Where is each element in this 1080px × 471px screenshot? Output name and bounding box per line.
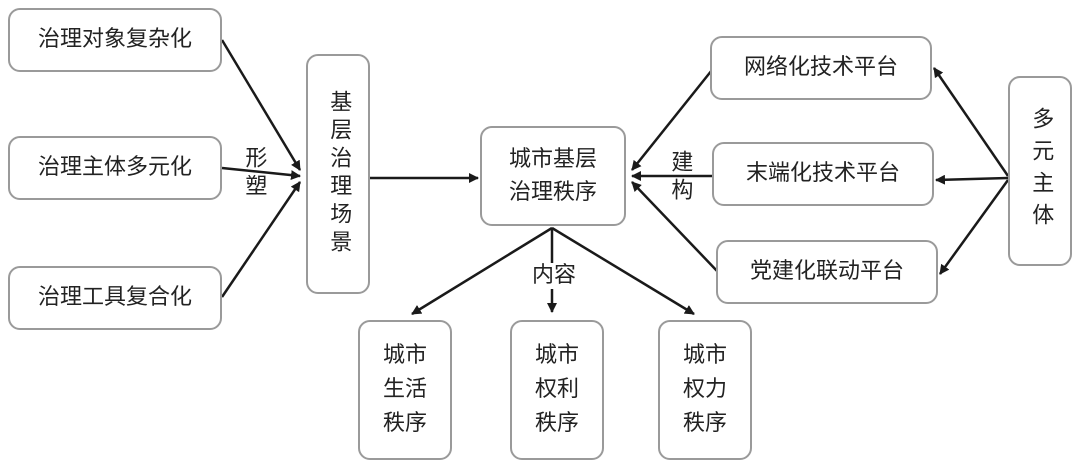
node-governance-tool-label: 治理工具复合化 bbox=[37, 284, 192, 310]
node-multiple-actors: 多元主体 bbox=[1008, 76, 1072, 266]
node-end-platform: 末端化技术平台 bbox=[712, 142, 934, 206]
node-life-order-label: 城市 生活 秩序 bbox=[382, 342, 427, 437]
edge-label-content: 内容 bbox=[530, 263, 579, 290]
edge-actors-to-net bbox=[932, 67, 1010, 177]
node-center-order: 城市基层 治理秩序 bbox=[480, 126, 626, 226]
edge-party-to-center bbox=[631, 181, 719, 273]
edge-tool-to-scene bbox=[220, 181, 302, 298]
edge-label-shape: 形塑 bbox=[241, 146, 267, 202]
edge-net-to-center bbox=[631, 69, 713, 171]
node-governance-object-label: 治理对象复杂化 bbox=[37, 26, 192, 52]
node-center-line2: 治理秩序 bbox=[508, 180, 597, 205]
node-party-platform: 党建化联动平台 bbox=[716, 240, 938, 304]
node-governance-tool: 治理工具复合化 bbox=[8, 266, 222, 330]
edge-label-build: 建构 bbox=[667, 150, 693, 206]
edge-obj-to-scene bbox=[220, 39, 302, 171]
node-power-order: 城市 权力 秩序 bbox=[658, 320, 752, 460]
node-power-order-label: 城市 权力 秩序 bbox=[682, 342, 727, 437]
node-rights-order-label: 城市 权利 秩序 bbox=[534, 342, 579, 437]
node-end-platform-label: 末端化技术平台 bbox=[745, 160, 900, 186]
node-party-platform-label: 党建化联动平台 bbox=[749, 258, 904, 284]
node-center-line1: 城市基层 bbox=[508, 147, 597, 172]
node-rights-order: 城市 权利 秩序 bbox=[510, 320, 604, 460]
edge-center-to-life bbox=[411, 226, 553, 316]
edge-actors-to-party bbox=[938, 179, 1010, 275]
node-governance-subject-label: 治理主体多元化 bbox=[37, 154, 192, 180]
edge-subj-to-scene bbox=[221, 166, 301, 181]
node-multiple-actors-label: 多元主体 bbox=[1028, 107, 1054, 235]
node-scene: 基层治理场景 bbox=[306, 54, 370, 294]
edge-actors-to-end bbox=[935, 174, 1009, 185]
node-network-platform-label: 网络化技术平台 bbox=[743, 54, 898, 80]
node-life-order: 城市 生活 秩序 bbox=[358, 320, 452, 460]
node-governance-object: 治理对象复杂化 bbox=[8, 8, 222, 72]
node-governance-subject: 治理主体多元化 bbox=[8, 136, 222, 200]
edge-center-to-power bbox=[551, 226, 695, 316]
node-network-platform: 网络化技术平台 bbox=[710, 36, 932, 100]
node-scene-label: 基层治理场景 bbox=[326, 90, 352, 258]
